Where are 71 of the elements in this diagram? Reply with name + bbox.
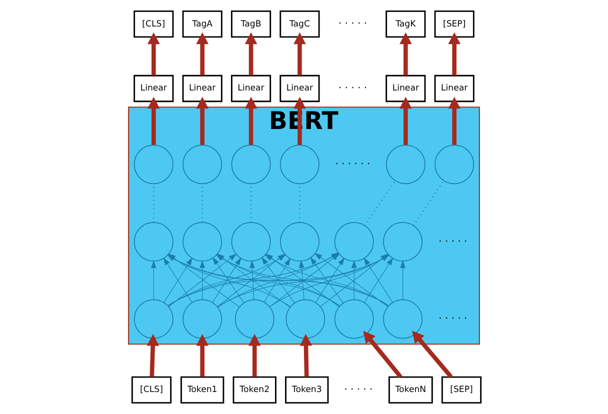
node-circle xyxy=(134,144,174,184)
arrow xyxy=(248,334,261,377)
node-box: TokenN xyxy=(388,376,433,404)
node-circle xyxy=(334,299,374,339)
connector xyxy=(364,180,396,226)
node-circle xyxy=(182,299,222,339)
node-box: [SEP] xyxy=(441,376,482,404)
node-box: Token2 xyxy=(232,376,276,404)
arrow xyxy=(196,96,209,145)
node-circle xyxy=(434,144,474,184)
node-box: [CLS] xyxy=(134,10,174,38)
node-box: Linear xyxy=(280,74,320,102)
arrow xyxy=(262,257,295,304)
node-box: Linear xyxy=(182,74,222,102)
arrow xyxy=(298,260,304,300)
node-box: [CLS] xyxy=(131,376,172,404)
arrow xyxy=(196,334,209,377)
node-circle xyxy=(286,299,326,339)
label: · · · · · xyxy=(438,314,468,325)
arrow xyxy=(147,32,160,76)
connector xyxy=(412,180,444,226)
arrow xyxy=(310,257,344,304)
node-box: Linear xyxy=(134,74,174,102)
node-circle xyxy=(383,299,423,339)
node-box: Token3 xyxy=(285,376,329,404)
arrow xyxy=(448,96,461,145)
node-box: TagC xyxy=(280,10,320,38)
arrow xyxy=(244,96,258,145)
node-circle xyxy=(182,144,222,184)
node-circle xyxy=(134,222,174,262)
node-circle xyxy=(231,144,271,184)
node-box: Linear xyxy=(230,74,272,102)
arrow xyxy=(412,330,453,378)
label: · · · · · xyxy=(338,18,368,30)
node-circle xyxy=(182,222,222,262)
arrow xyxy=(351,260,357,300)
node-box: TagK xyxy=(386,10,426,38)
label: · · · · · · xyxy=(335,159,370,170)
arrow xyxy=(300,334,312,377)
node-circle xyxy=(134,299,174,339)
arrow xyxy=(147,96,160,145)
node-box: [SEP] xyxy=(434,10,474,38)
node-box: Token1 xyxy=(180,376,224,404)
arrow xyxy=(315,258,344,303)
arrow xyxy=(400,96,412,145)
node-circle xyxy=(280,222,320,262)
node-circle xyxy=(383,222,423,262)
arrow xyxy=(150,260,156,300)
node-circle xyxy=(334,222,374,262)
node-circle xyxy=(234,299,274,339)
node-box: TagB xyxy=(230,10,272,38)
node-box: Linear xyxy=(434,74,474,102)
node-circle xyxy=(231,222,271,262)
arrow xyxy=(200,260,205,300)
node-circle xyxy=(386,144,426,184)
node-box: TagA xyxy=(182,10,222,38)
arrow xyxy=(250,260,255,300)
arrow xyxy=(264,258,290,303)
arrow xyxy=(400,32,412,76)
arrow xyxy=(244,32,258,76)
arrow xyxy=(294,32,306,76)
arrow xyxy=(146,334,160,377)
node-circle xyxy=(280,144,320,184)
arrow xyxy=(196,32,209,76)
arrow xyxy=(448,32,461,76)
node-box: Linear xyxy=(386,74,426,102)
label: · · · · · xyxy=(338,83,368,94)
label: · · · · · xyxy=(438,236,468,248)
label: · · · · · xyxy=(344,384,373,396)
arrow xyxy=(400,260,406,300)
arrow xyxy=(363,330,402,378)
